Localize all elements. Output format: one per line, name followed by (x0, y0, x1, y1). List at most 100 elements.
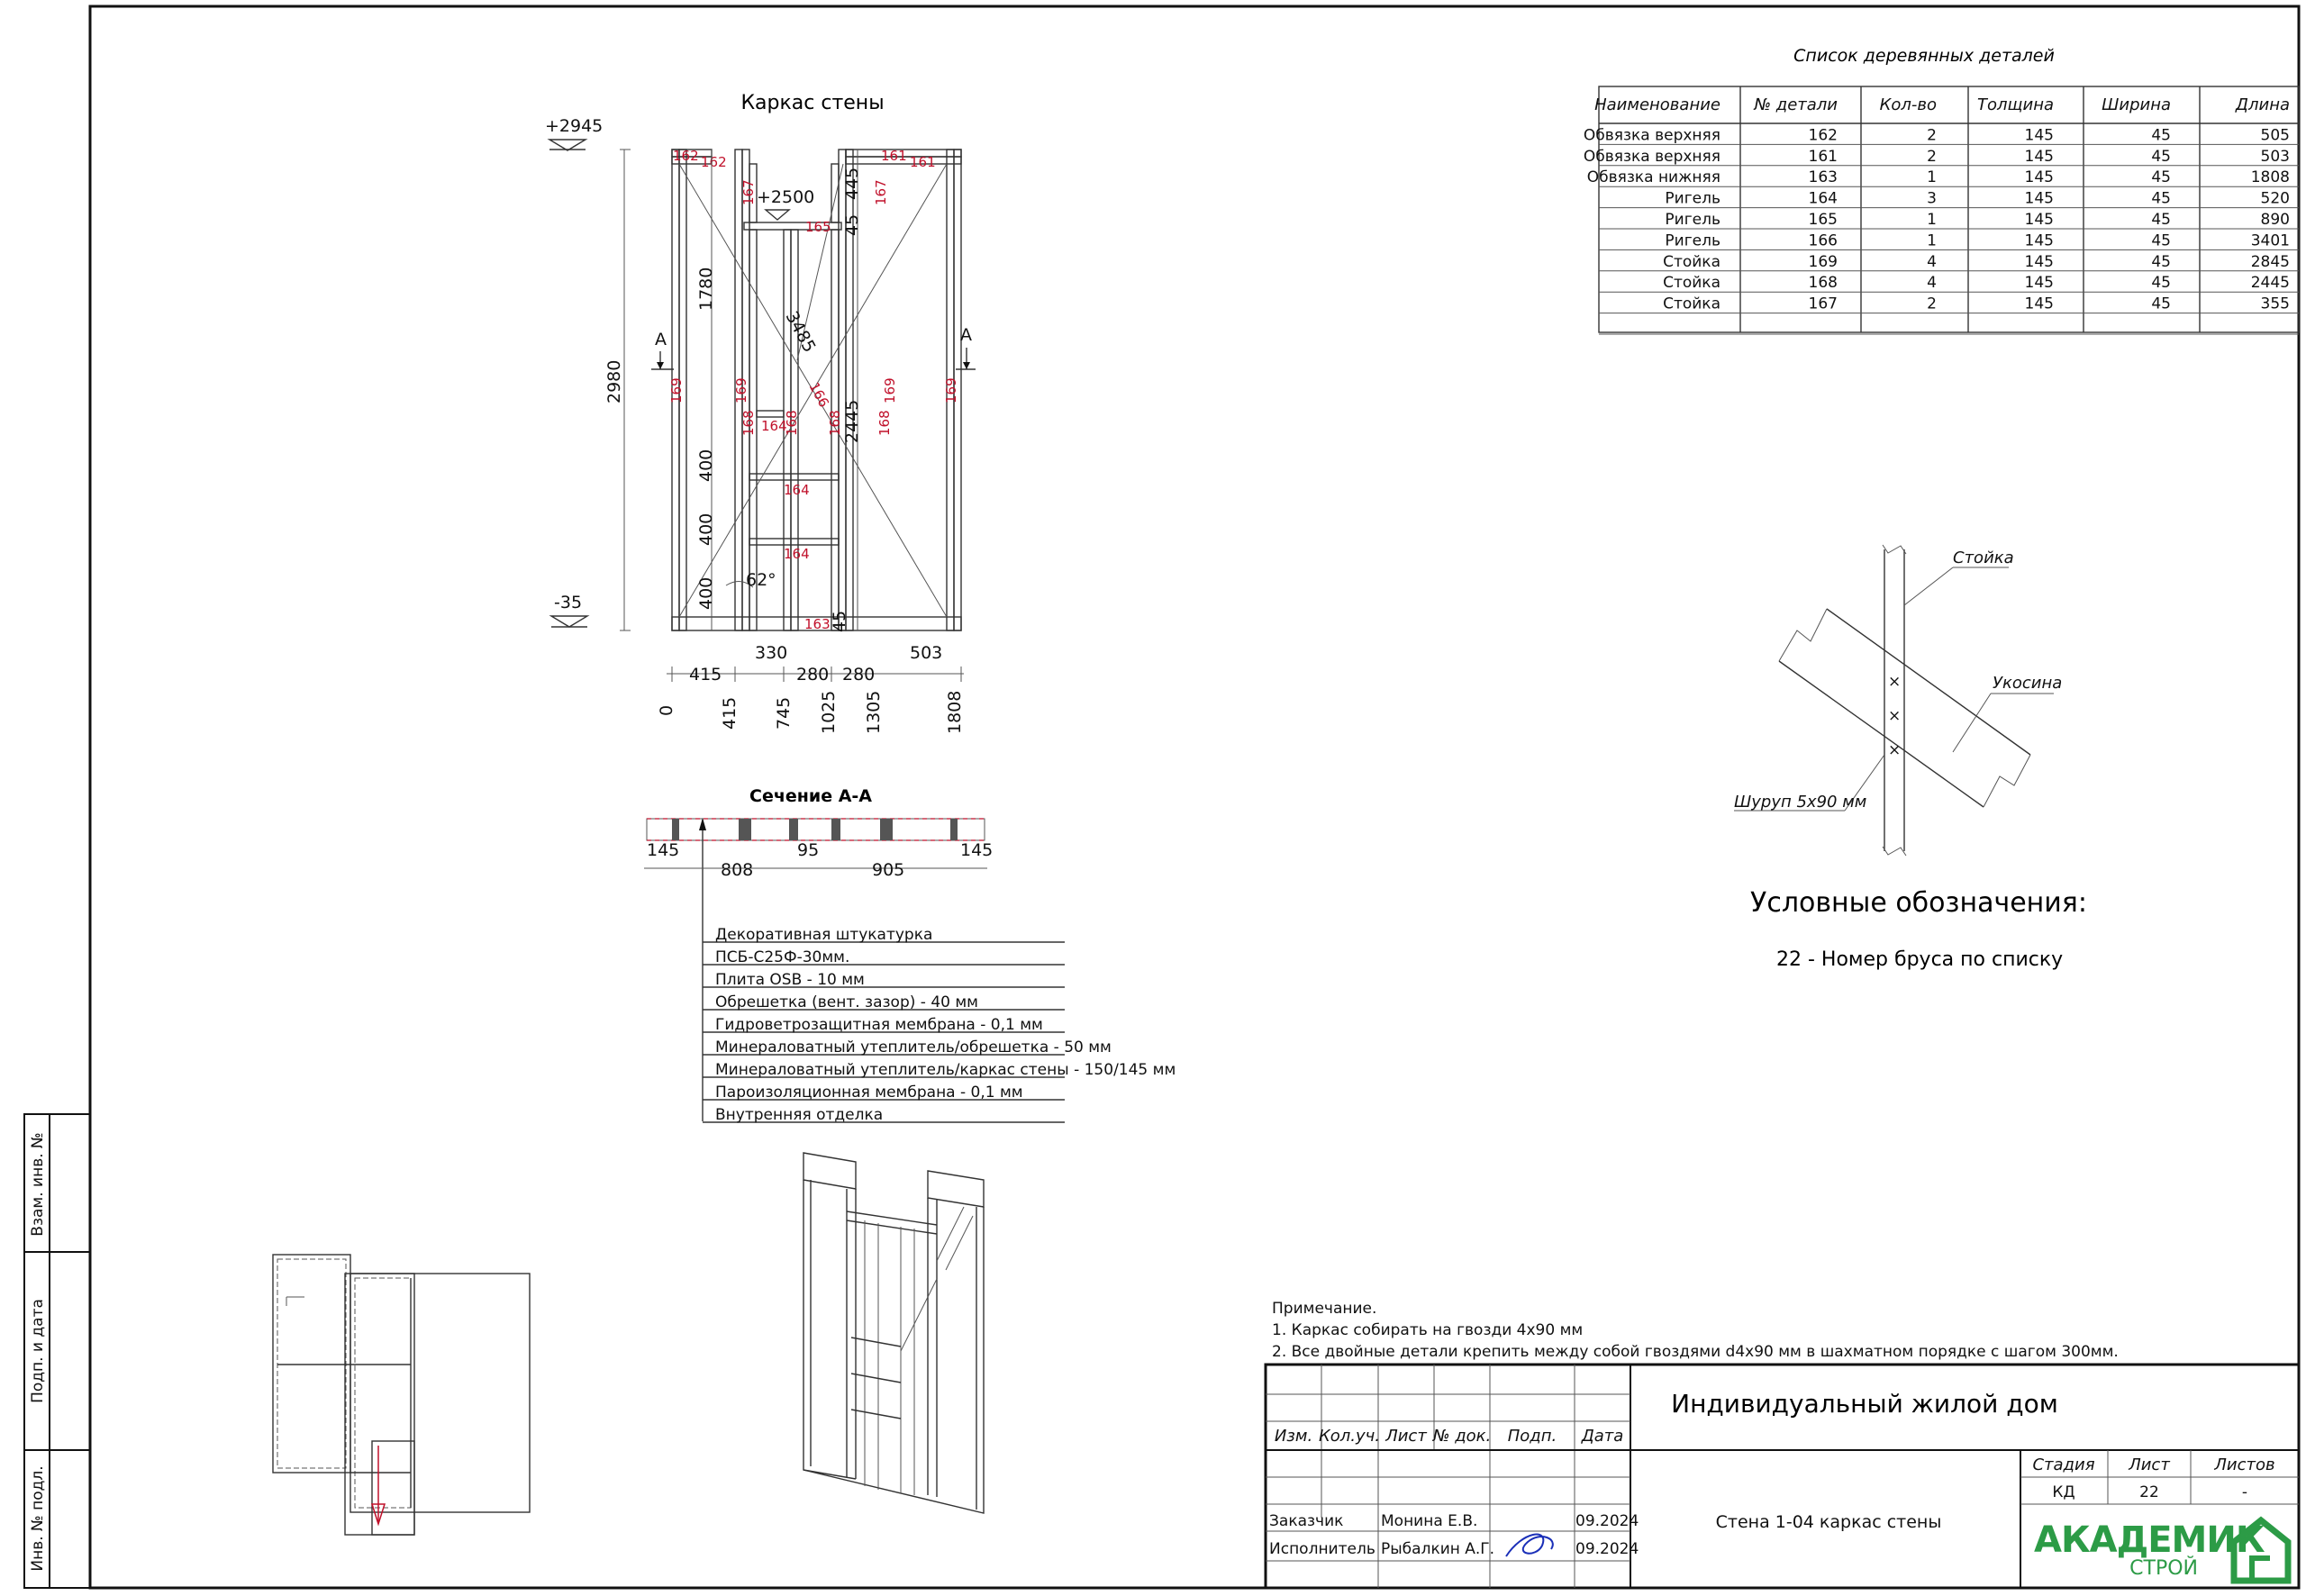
dim-diagonal: 3485 (782, 308, 820, 356)
part-name-cell: Обвязка нижняя (1587, 168, 1720, 186)
part-label: 167 (873, 179, 889, 205)
part-label: 169 (668, 377, 685, 404)
sheet-label: Лист (2128, 1455, 2170, 1474)
part-value-cell: 355 (2261, 295, 2290, 313)
section-mark-right: А (960, 325, 972, 345)
floor-plan-key (272, 1254, 531, 1536)
dim-280: 280 (796, 665, 829, 685)
stage-value: КД (2052, 1483, 2074, 1501)
dim-400: 400 (696, 577, 716, 610)
layer-item: Внутренняя отделка (715, 1106, 883, 1124)
layer-item: ПСБ-С25Ф-30мм. (715, 948, 849, 966)
level-top: +2945 (545, 116, 603, 136)
part-value-cell: 4 (1927, 274, 1937, 292)
part-value-cell: 45 (2151, 190, 2171, 208)
layer-item: Пароизоляционная мембрана - 0,1 мм (715, 1084, 1023, 1102)
col-header: Дата (1581, 1427, 1624, 1446)
dim-2445: 2445 (842, 400, 862, 443)
label-brace: Укосина (1993, 674, 2062, 693)
part-value-cell: 2445 (2251, 274, 2290, 292)
sheets-total: - (2242, 1483, 2247, 1501)
note-item: 1. Каркас собирать на гвозди 4х90 мм (1272, 1321, 1583, 1339)
layer-item: Декоративная штукатурка (715, 926, 932, 944)
customer-date: 09.2024 (1575, 1512, 1639, 1530)
margin-stamp: Взам. инв. № Подп. и дата Инв. № подл. (23, 1113, 91, 1589)
title-block: Изм. Кол.уч. Лист № док. Подп. Дата Зака… (1264, 1363, 2301, 1590)
dim-400: 400 (696, 513, 716, 546)
part-value-cell: 168 (1809, 274, 1838, 292)
part-value-cell: 145 (2025, 211, 2054, 229)
wall-frame-elevation: Каркас стены (545, 92, 976, 734)
notes-title: Примечание. (1272, 1300, 1376, 1318)
part-value-cell: 2 (1927, 295, 1937, 313)
dim-1780: 1780 (696, 268, 716, 311)
layer-item: Минераловатный утеплитель/каркас стены -… (715, 1061, 1176, 1079)
part-label: 165 (805, 219, 831, 235)
ord-1808: 1808 (945, 691, 965, 734)
executor-name: Рыбалкин А.Г. (1381, 1540, 1494, 1558)
section-dim-145-right: 145 (960, 840, 993, 860)
parts-header: Наименование (1594, 95, 1720, 114)
stage-label: Стадия (2032, 1455, 2094, 1474)
section-dim-95: 95 (797, 840, 819, 860)
ord-415: 415 (720, 697, 740, 730)
part-value-cell: 164 (1809, 190, 1838, 208)
part-value-cell: 145 (2025, 148, 2054, 166)
house-icon (2230, 1516, 2292, 1584)
col-header: Изм. (1275, 1427, 1312, 1446)
dim-445: 445 (842, 168, 862, 200)
part-value-cell: 145 (2025, 168, 2054, 186)
part-name-cell: Ригель (1665, 231, 1720, 249)
ord-1025: 1025 (819, 691, 839, 734)
part-label: 164 (784, 546, 810, 562)
part-value-cell: 45 (2151, 274, 2171, 292)
note-item: 2. Все двойные детали крепить между собо… (1272, 1343, 2119, 1361)
part-value-cell: 162 (1809, 126, 1838, 144)
part-value-cell: 161 (1809, 148, 1838, 166)
part-label: 166 (805, 379, 831, 410)
legend-title: Условные обозначения: (1750, 887, 2087, 919)
part-label: 168 (876, 410, 893, 436)
sheet-name: Стена 1-04 каркас стены (1716, 1512, 1942, 1532)
part-value-cell: 166 (1809, 231, 1838, 249)
part-value-cell: 1 (1927, 211, 1937, 229)
part-label: 168 (740, 410, 757, 436)
part-value-cell: 45 (2151, 168, 2171, 186)
part-label: 161 (881, 148, 907, 164)
part-value-cell: 145 (2025, 190, 2054, 208)
part-label: 162 (673, 148, 699, 164)
part-value-cell: 145 (2025, 274, 2054, 292)
parts-title: Список деревянных деталей (1793, 46, 2055, 66)
ord-745: 745 (774, 697, 794, 730)
part-name-cell: Обвязка верхняя (1584, 126, 1720, 144)
parts-header: Кол-во (1880, 95, 1937, 114)
part-value-cell: 45 (2151, 148, 2171, 166)
label-screw: Шуруп 5х90 мм (1734, 793, 1866, 812)
part-name-cell: Ригель (1665, 190, 1720, 208)
part-label: 164 (761, 418, 787, 434)
customer-name: Монина Е.В. (1381, 1512, 1477, 1530)
part-value-cell: 2 (1927, 148, 1937, 166)
part-label: 162 (701, 154, 727, 170)
part-value-cell: 3401 (2251, 231, 2290, 249)
col-header: № док. (1432, 1427, 1492, 1446)
stamp-inv-original: Инв. № подл. (29, 1465, 47, 1571)
part-value-cell: 2 (1927, 126, 1937, 144)
dim-330: 330 (755, 643, 787, 663)
customer-role: Заказчик (1269, 1512, 1343, 1530)
screw-mark: × (1888, 673, 1901, 691)
col-header: Лист (1385, 1427, 1427, 1446)
part-value-cell: 145 (2025, 126, 2054, 144)
executor-role: Исполнитель (1269, 1540, 1375, 1558)
brace-node-detail: × × × Стойка Укосина Шуруп 5х90 мм (1734, 544, 2062, 857)
parts-header: № детали (1753, 95, 1838, 114)
label-post: Стойка (1953, 549, 2014, 567)
part-label: 163 (804, 616, 831, 632)
dim-280: 280 (842, 665, 875, 685)
dim-height: 2980 (604, 360, 624, 404)
layer-item: Плита OSB - 10 мм (715, 971, 865, 989)
part-value-cell: 145 (2025, 231, 2054, 249)
part-value-cell: 890 (2261, 211, 2290, 229)
col-header: Кол.уч. (1319, 1427, 1380, 1446)
ord-1305: 1305 (864, 691, 884, 734)
